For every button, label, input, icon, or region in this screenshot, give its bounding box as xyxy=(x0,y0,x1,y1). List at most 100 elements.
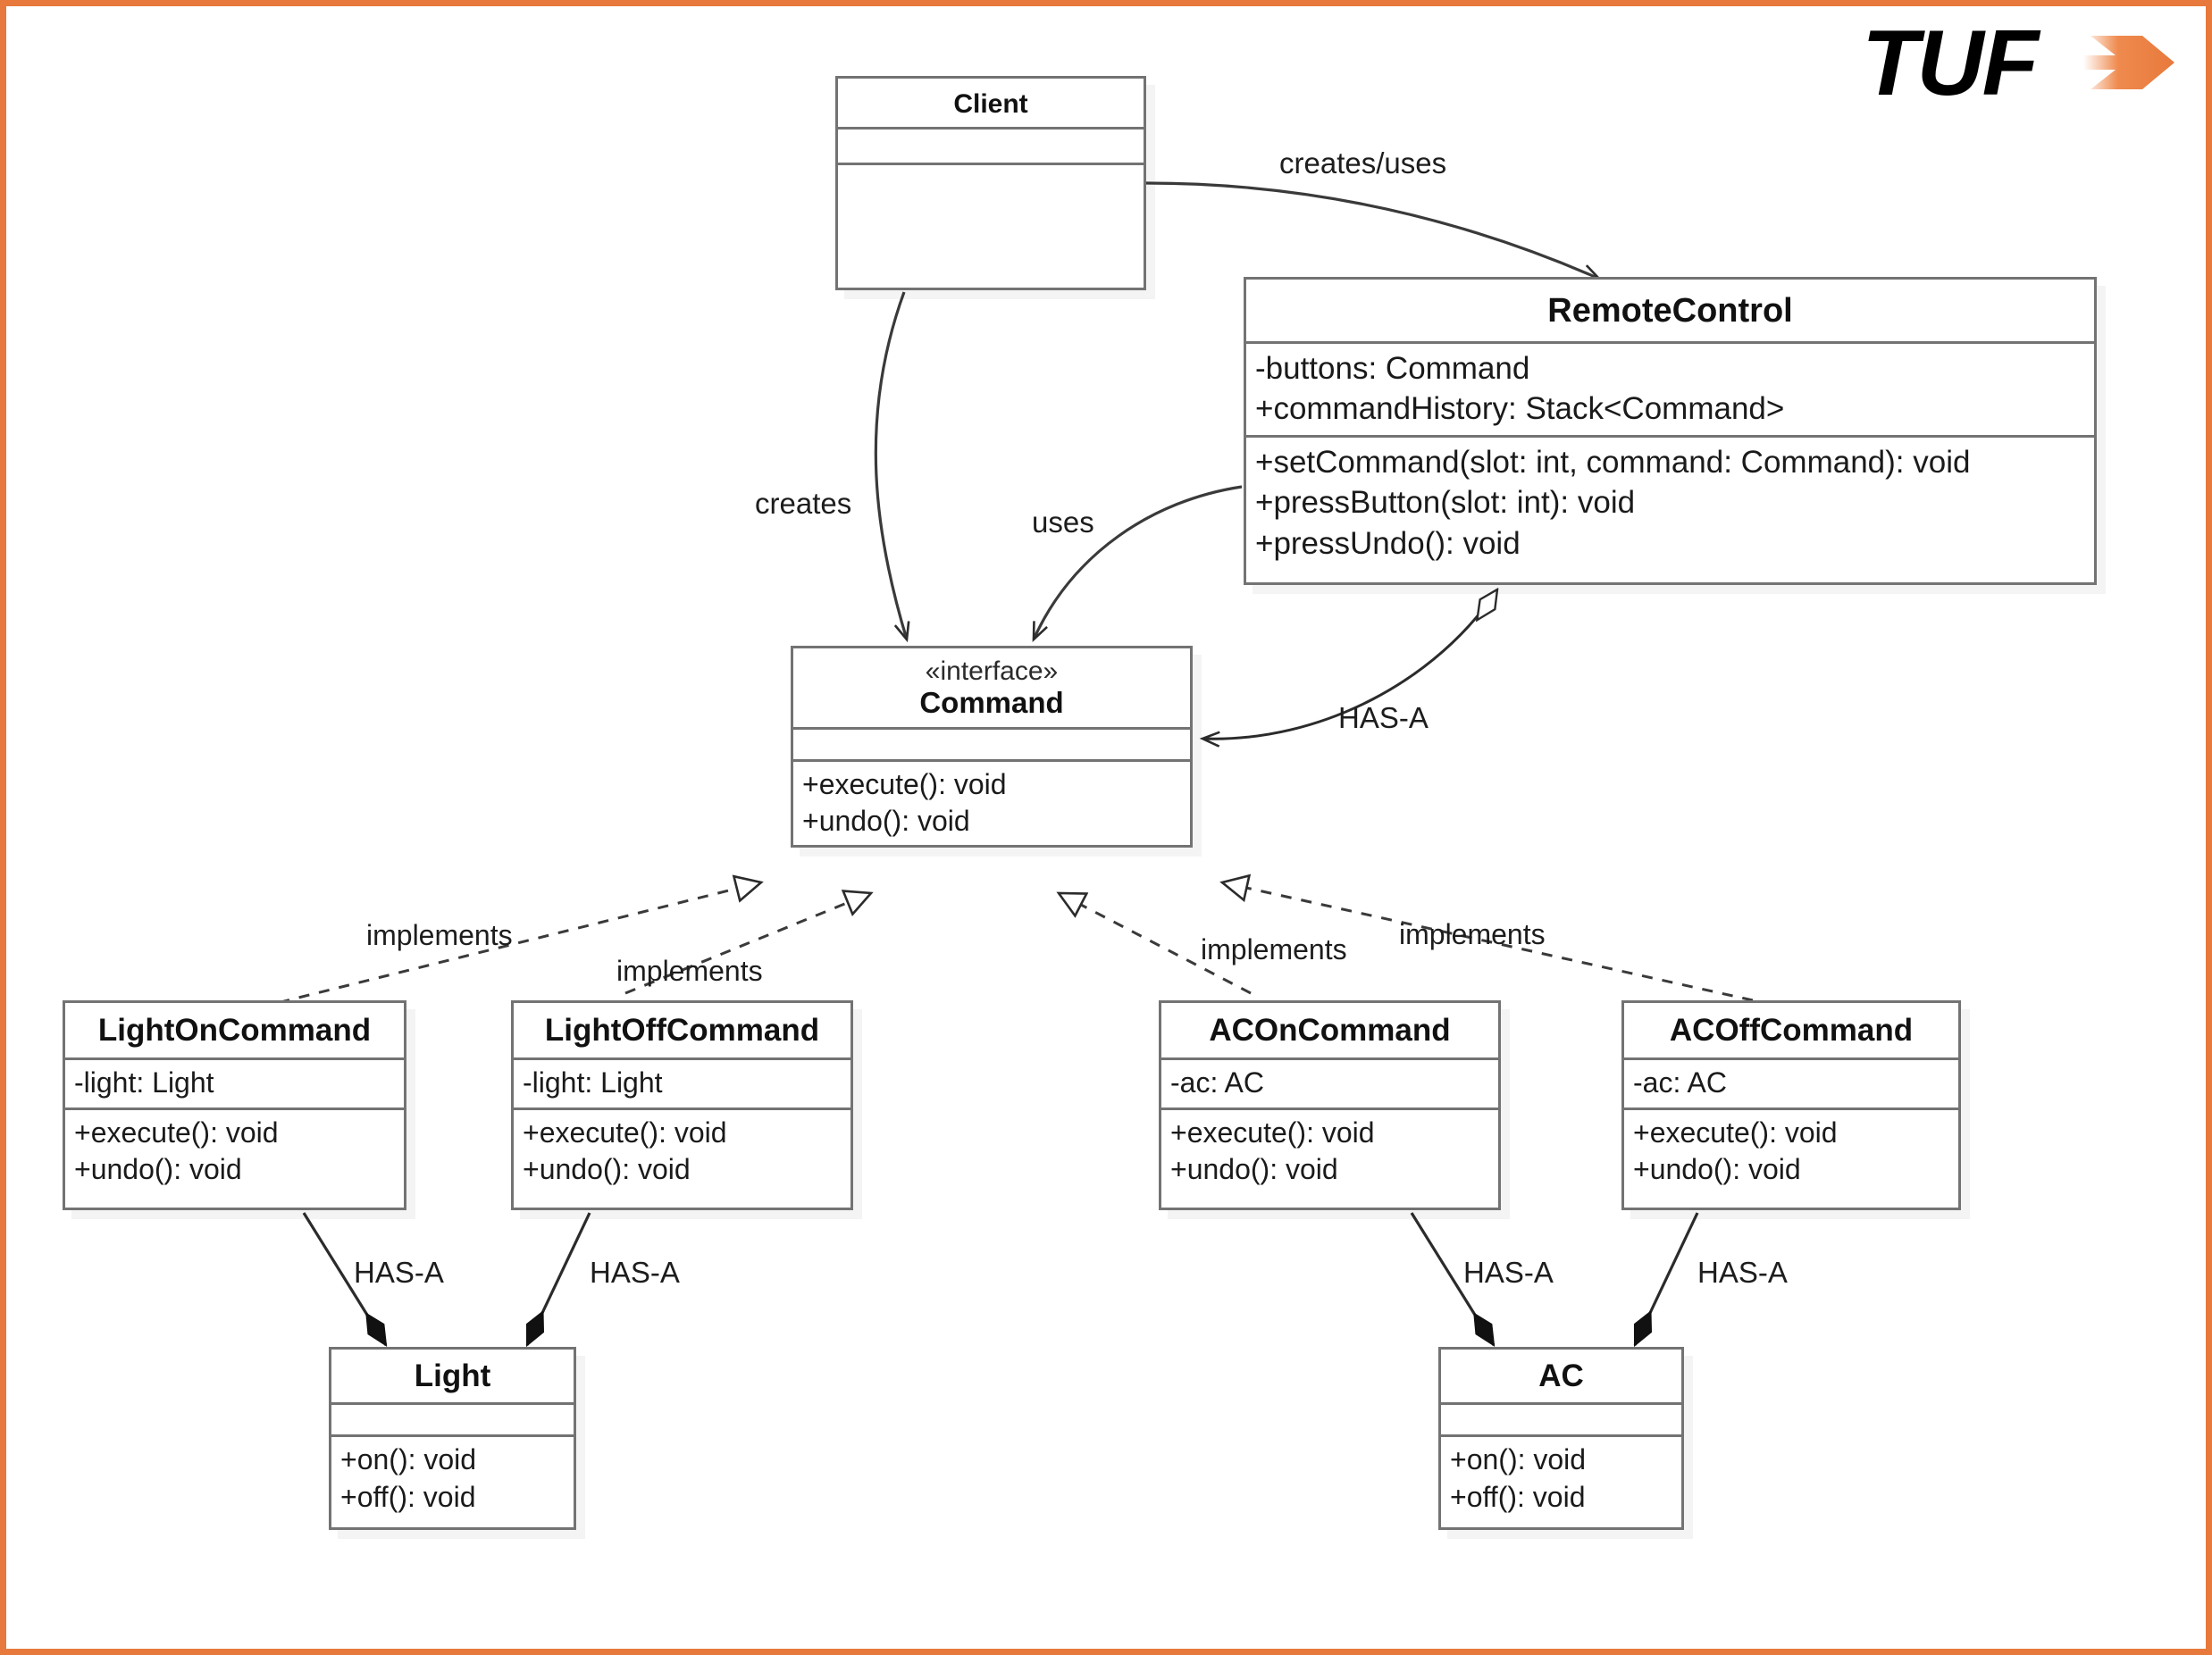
methods-section: +execute(): void +undo(): void xyxy=(1161,1110,1498,1194)
class-box-remotecontrol[interactable]: RemoteControl -buttons: Command +command… xyxy=(1244,277,2097,585)
class-name-remotecontrol: RemoteControl xyxy=(1547,292,1793,330)
divider xyxy=(331,1434,574,1438)
divider xyxy=(65,1107,404,1110)
attributes-section: -ac: AC xyxy=(1624,1060,1958,1108)
attribute-row: -buttons: Command xyxy=(1255,350,1530,386)
edge-label-has-a-remote: HAS-A xyxy=(1338,701,1429,734)
edge-lightoff-command xyxy=(624,893,871,995)
class-name-lightoncommand: LightOnCommand xyxy=(97,1013,372,1048)
divider xyxy=(514,1107,850,1110)
class-box-client[interactable]: Client xyxy=(835,76,1146,290)
divider xyxy=(514,1057,850,1061)
edge-label-implements-2: implements xyxy=(616,955,763,987)
method-row: +execute(): void xyxy=(1633,1116,1838,1149)
divider xyxy=(1441,1402,1681,1406)
class-name-lightoffcommand: LightOffCommand xyxy=(544,1013,820,1048)
stereotype-label: «interface» xyxy=(925,656,1059,686)
divider xyxy=(793,758,1190,762)
class-name-aconcommand: ACOnCommand xyxy=(1209,1013,1451,1048)
edge-acon-ac xyxy=(1410,1212,1496,1345)
attribute-row: -light: Light xyxy=(74,1066,214,1099)
class-box-lightoffcommand[interactable]: LightOffCommand -light: Light +execute()… xyxy=(511,1000,853,1210)
edge-label-has-a-light-off: HAS-A xyxy=(590,1256,680,1289)
method-row: +on(): void xyxy=(340,1443,477,1476)
edge-label-has-a-ac-on: HAS-A xyxy=(1463,1256,1554,1289)
divider xyxy=(1246,340,2094,344)
methods-section: +setCommand(slot: int, command: Command)… xyxy=(1246,438,2094,570)
tuf-logo: TUF xyxy=(1862,13,2174,113)
divider xyxy=(65,1057,404,1061)
edge-acoff-ac xyxy=(1633,1212,1699,1345)
class-box-acoffcommand[interactable]: ACOffCommand -ac: AC +execute(): void +u… xyxy=(1621,1000,1961,1210)
method-row: +off(): void xyxy=(340,1480,476,1513)
attributes-section xyxy=(838,130,1144,163)
class-name-command: «interface» Command xyxy=(793,648,1190,727)
methods-section: +execute(): void +undo(): void xyxy=(514,1110,850,1194)
edge-remotecontrol-command-hasa xyxy=(1202,589,1497,739)
method-row: +undo(): void xyxy=(523,1153,691,1186)
attribute-row: -ac: AC xyxy=(1633,1066,1727,1099)
edge-label-creates: creates xyxy=(755,487,852,520)
methods-section: +execute(): void +undo(): void xyxy=(65,1110,404,1194)
divider xyxy=(331,1402,574,1406)
edge-lightoff-light xyxy=(525,1212,591,1345)
method-row: +undo(): void xyxy=(802,805,970,838)
attributes-section: -buttons: Command +commandHistory: Stack… xyxy=(1246,344,2094,435)
divider xyxy=(1441,1434,1681,1438)
class-box-aconcommand[interactable]: ACOnCommand -ac: AC +execute(): void +un… xyxy=(1159,1000,1501,1210)
method-row: +execute(): void xyxy=(802,767,1007,800)
divider xyxy=(838,162,1144,165)
attribute-row: -light: Light xyxy=(523,1066,663,1099)
divider xyxy=(838,126,1144,130)
attributes-section: -light: Light xyxy=(65,1060,404,1108)
method-row: +undo(): void xyxy=(74,1153,242,1186)
method-row: +undo(): void xyxy=(1170,1153,1338,1186)
edge-label-implements-1: implements xyxy=(366,919,513,951)
edge-label-uses: uses xyxy=(1032,506,1094,539)
method-row: +pressButton(slot: int): void xyxy=(1255,485,1636,521)
method-row: +off(): void xyxy=(1450,1480,1586,1513)
edge-label-creates-uses: creates/uses xyxy=(1279,146,1447,180)
method-row: +on(): void xyxy=(1450,1443,1587,1476)
class-name-light: Light xyxy=(414,1358,491,1393)
method-row: +pressUndo(): void xyxy=(1255,525,1521,561)
edge-remotecontrol-command-uses xyxy=(1032,485,1243,639)
divider xyxy=(1624,1057,1958,1061)
attributes-section xyxy=(793,730,1190,759)
methods-section: +on(): void +off(): void xyxy=(331,1437,574,1521)
class-box-light[interactable]: Light +on(): void +off(): void xyxy=(329,1347,576,1530)
arrow-right-icon xyxy=(2083,36,2174,89)
divider xyxy=(1161,1057,1498,1061)
divider xyxy=(1161,1107,1498,1110)
class-box-lightoncommand[interactable]: LightOnCommand -light: Light +execute():… xyxy=(63,1000,406,1210)
attributes-section: -light: Light xyxy=(514,1060,850,1108)
class-name-client: Client xyxy=(953,89,1028,119)
class-box-ac[interactable]: AC +on(): void +off(): void xyxy=(1438,1347,1684,1530)
edge-acoff-command xyxy=(1222,882,1754,1002)
attributes-section: -ac: AC xyxy=(1161,1060,1498,1108)
divider xyxy=(1624,1107,1958,1110)
attributes-section xyxy=(1441,1405,1681,1434)
attribute-row: +commandHistory: Stack<Command> xyxy=(1255,391,1785,427)
edge-client-command xyxy=(874,291,907,639)
method-row: +execute(): void xyxy=(74,1116,279,1149)
methods-section: +on(): void +off(): void xyxy=(1441,1437,1681,1521)
edge-label-has-a-light-on: HAS-A xyxy=(354,1256,444,1289)
method-row: +setCommand(slot: int, command: Command)… xyxy=(1255,444,1971,480)
method-row: +execute(): void xyxy=(1170,1116,1375,1149)
class-name-acoffcommand: ACOffCommand xyxy=(1669,1013,1914,1048)
edge-acon-command xyxy=(1059,893,1252,995)
divider xyxy=(793,726,1190,730)
edge-client-remotecontrol xyxy=(1145,181,1599,280)
divider xyxy=(1246,434,2094,438)
methods-section: +execute(): void +undo(): void xyxy=(1624,1110,1958,1194)
class-box-command[interactable]: «interface» Command +execute(): void +un… xyxy=(791,646,1193,848)
attribute-row: -ac: AC xyxy=(1170,1066,1264,1099)
attributes-section xyxy=(331,1405,574,1434)
methods-section xyxy=(838,165,1144,175)
methods-section: +execute(): void +undo(): void xyxy=(793,762,1190,846)
edge-label-implements-3: implements xyxy=(1201,933,1347,965)
edge-lighton-light xyxy=(302,1212,388,1345)
